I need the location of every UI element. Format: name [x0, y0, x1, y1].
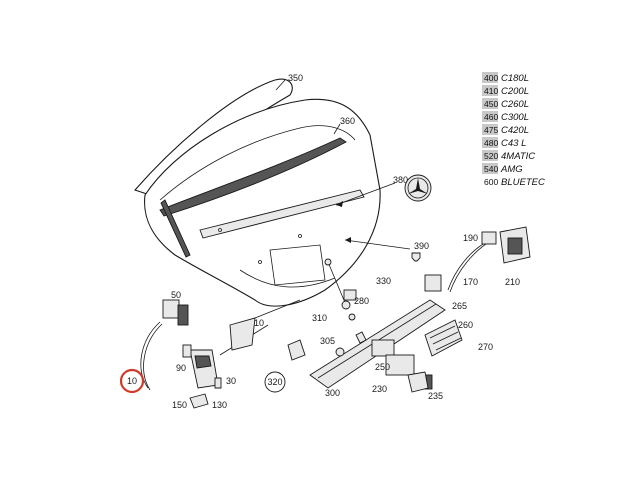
callout-235: 235: [428, 391, 443, 401]
model-code-name: C43 L: [501, 138, 526, 149]
model-code-number: 540: [484, 164, 498, 174]
model-code-number: 600: [484, 177, 498, 187]
callout-300: 300: [325, 388, 340, 398]
callout-30: 30: [226, 376, 236, 386]
model-code-name: BLUETEC: [501, 177, 545, 188]
model-code-name: C260L: [501, 99, 529, 110]
callout-150: 150: [172, 400, 187, 410]
bracket-parts: [287, 313, 429, 393]
callout-265: 265: [452, 301, 467, 311]
lock-mechanism: [140, 299, 256, 409]
callout-305: 305: [320, 336, 335, 346]
model-code-number: 475: [484, 125, 498, 135]
model-code-number: 520: [484, 151, 498, 161]
cable-assembly: [447, 226, 531, 293]
callout-310: 310: [312, 313, 327, 323]
highlighted-callout-10: 10: [119, 368, 145, 394]
callout-labels: 350 360 380 390 190 170 210 330 280 265 …: [171, 73, 520, 410]
callout-50: 50: [171, 290, 181, 300]
model-code-row: 520 4MATIC: [482, 150, 535, 162]
model-code-name: 4MATIC: [501, 151, 535, 162]
callout-260: 260: [458, 320, 473, 330]
model-code-row: 475 C420L: [482, 124, 529, 136]
callout-380: 380: [393, 175, 408, 185]
model-code-number: 450: [484, 99, 498, 109]
model-code-name: C180L: [501, 73, 529, 84]
callout-90: 90: [176, 363, 186, 373]
sensor-plate: [424, 319, 463, 357]
model-code-row: 540 AMG: [482, 163, 523, 175]
callout-170: 170: [463, 277, 478, 287]
callout-190: 190: [463, 233, 478, 243]
model-code-row: 410 C200L: [482, 85, 529, 97]
callout-10-upper: 10: [254, 318, 264, 328]
model-code-name: C420L: [501, 125, 529, 136]
model-code-row: 400 C180L: [482, 72, 529, 84]
callout-320: 320: [267, 377, 282, 387]
callout-390: 390: [414, 241, 429, 251]
clip-390: [411, 252, 421, 262]
callout-250: 250: [375, 362, 390, 372]
model-code-number: 410: [484, 86, 498, 96]
callout-10-highlighted: 10: [127, 376, 137, 386]
callout-320-circled: 320: [264, 371, 286, 393]
model-code-row: 460 C300L: [482, 111, 529, 123]
star-emblem: [404, 174, 432, 202]
model-code-name: C200L: [501, 86, 529, 97]
model-code-legend: 400 C180L 410 C200L 450 C260L 460 C300L …: [482, 72, 545, 188]
release-rod: [324, 258, 357, 310]
model-code-row: 600 BLUETEC: [484, 177, 545, 188]
callout-210: 210: [505, 277, 520, 287]
model-code-number: 460: [484, 112, 498, 122]
model-code-row: 450 C260L: [482, 98, 529, 110]
model-code-number: 480: [484, 138, 498, 148]
model-code-name: C300L: [501, 112, 529, 123]
callout-360: 360: [340, 116, 355, 126]
trunk-lid: [134, 78, 381, 307]
callout-350: 350: [288, 73, 303, 83]
highlight-ring: [119, 368, 145, 394]
model-code-number: 400: [484, 73, 498, 83]
callout-230: 230: [372, 384, 387, 394]
callout-130: 130: [212, 400, 227, 410]
callout-270: 270: [478, 342, 493, 352]
model-code-row: 480 C43 L: [482, 137, 526, 149]
callout-280: 280: [354, 296, 369, 306]
callout-330: 330: [376, 276, 391, 286]
model-code-name: AMG: [500, 164, 523, 175]
